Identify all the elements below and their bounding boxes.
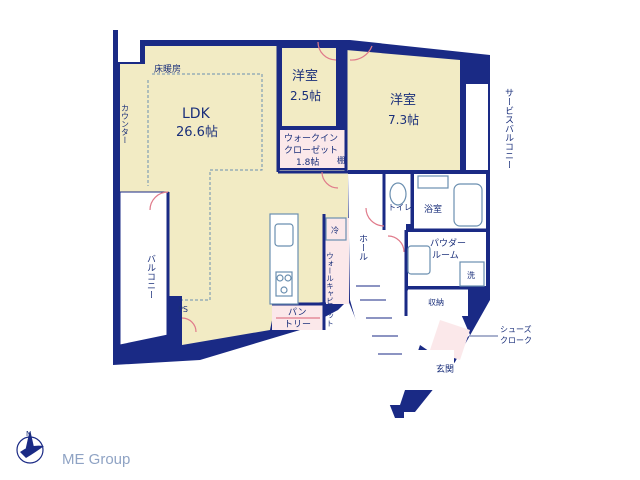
western-small-size: 2.5帖 <box>290 88 321 103</box>
door-arc-western-large <box>349 45 373 61</box>
walk-in-closet-line2: クローゼット <box>284 144 338 156</box>
door-arc-toilet <box>365 207 385 227</box>
balcony-floor <box>119 191 169 346</box>
entrance-label: 玄関 <box>436 363 454 375</box>
vanity-icon <box>417 175 449 189</box>
cabinet-label: ウォールキャビネット <box>325 252 334 327</box>
washbasin-icon <box>407 245 431 275</box>
western-small-name: 洋室 <box>292 68 318 84</box>
burner-icon <box>284 274 292 282</box>
storage-floor <box>408 288 468 316</box>
floor-heating-outline <box>152 73 263 301</box>
door-arc-western-small <box>317 41 337 61</box>
watermark-text: ME Group <box>62 451 130 468</box>
svg-text:N: N <box>26 430 31 438</box>
inner-walls <box>166 46 488 345</box>
walk-in-closet-size: 1.8帖 <box>296 156 319 168</box>
western-small-floor <box>282 48 336 126</box>
refrigerator-box <box>325 217 347 241</box>
bath-label: 浴室 <box>424 203 442 215</box>
western-large-size: 7.3帖 <box>388 112 419 127</box>
kitchen <box>269 213 347 305</box>
ldk-size: 26.6帖 <box>176 125 218 140</box>
sink-icon <box>274 223 294 247</box>
balcony-label: バルコニー <box>145 254 156 299</box>
burner-icon <box>280 286 288 294</box>
counter-label: カウンター <box>121 104 130 144</box>
walk-in-closet-line1: ウォークイン <box>284 133 338 144</box>
hall-label: ホール <box>357 234 368 261</box>
pantry-line1: パン <box>288 307 306 318</box>
powder-room-line1: パウダー <box>430 237 466 249</box>
bird-logo-icon <box>20 445 44 458</box>
hall-partitions <box>356 285 402 355</box>
western-large-name: 洋室 <box>390 92 416 108</box>
dashed-lines <box>147 73 263 301</box>
shoes-cloak-line2: クローク <box>500 336 532 345</box>
toilet-icon <box>389 182 407 206</box>
door-arc-balcony <box>149 191 169 211</box>
ps-label: PS <box>178 305 188 314</box>
labels: 床暖房 LDK 26.6帖 洋室 2.5帖 洋室 7.3帖 ウォークイン クロー… <box>121 63 533 375</box>
wash-label: 洗 <box>467 270 475 280</box>
pantry-floor <box>272 304 324 330</box>
storage-label: 収納 <box>428 297 444 307</box>
pantry-line2: トリー <box>284 320 311 330</box>
walk-in-closet-floor <box>280 130 346 168</box>
entrance-floor <box>400 350 454 390</box>
toilet-label: トイレ <box>388 203 412 212</box>
floors <box>119 46 488 405</box>
ldk-name: LDK <box>182 106 211 122</box>
door-arc-ps <box>181 317 197 333</box>
western-large-floor <box>346 50 460 170</box>
shoes-cloak-line1: シューズ <box>500 324 532 334</box>
service-balcony-floor <box>466 84 488 170</box>
doors <box>149 41 405 333</box>
bath-fixtures <box>389 175 485 287</box>
floor-heating-label: 床暖房 <box>154 63 181 75</box>
door-arc-powder <box>387 235 405 253</box>
burner-icon <box>276 274 284 282</box>
door-arc-closet <box>321 171 339 189</box>
bathtub-icon <box>453 183 483 227</box>
powder-room-line2: ルーム <box>432 250 459 261</box>
refrigerator-label: 冷 <box>331 225 339 235</box>
shelf-label: 棚 <box>337 155 345 165</box>
service-balcony-label: サービスバルコニー <box>503 88 514 169</box>
washer-icon <box>459 261 485 287</box>
